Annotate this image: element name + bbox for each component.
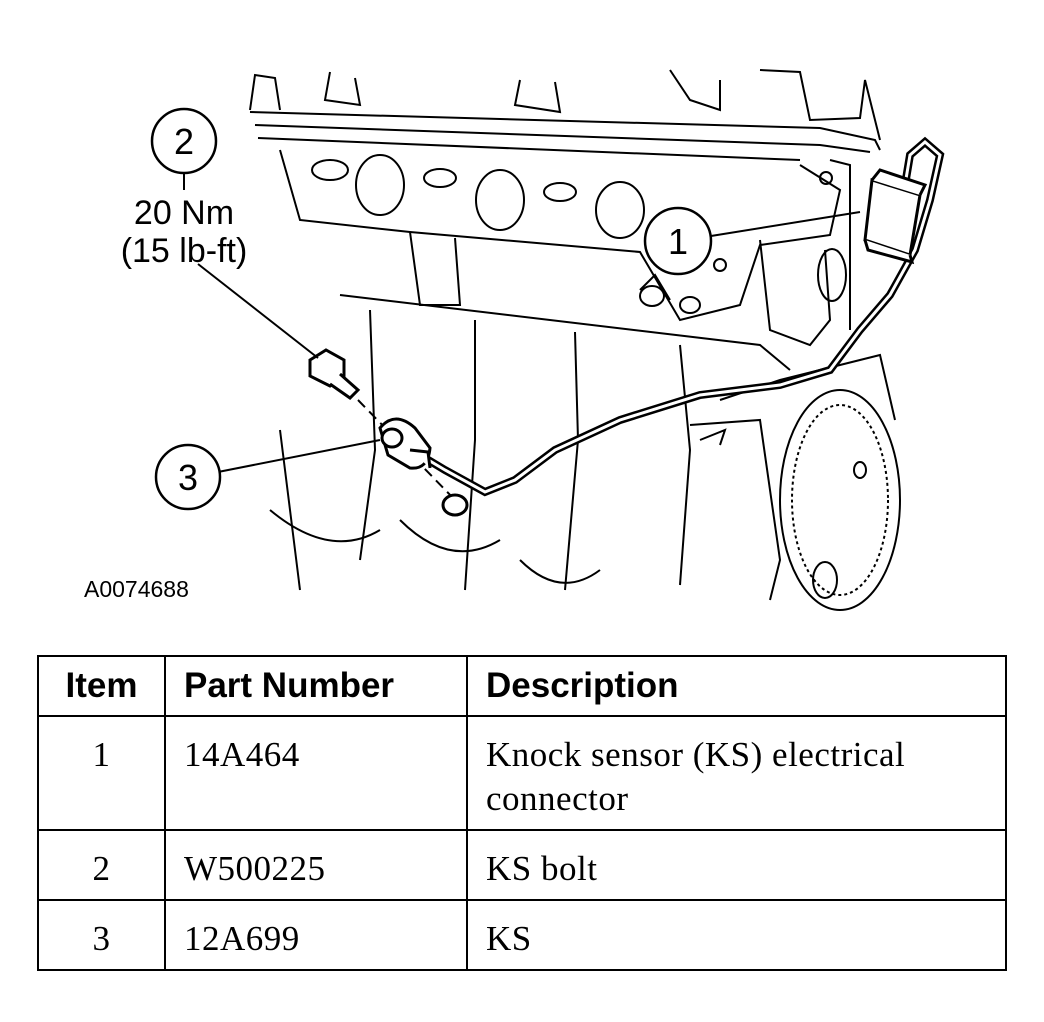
table-header-row: Item Part Number Description [37,655,1007,717]
callout-1: 1 [643,206,713,276]
header-description: Description [466,655,1007,717]
header-item: Item [37,655,166,717]
knock-sensor [378,417,469,517]
callout-3: 3 [154,443,222,511]
cell-part-number: 12A699 [164,899,468,971]
torque-lbft-label: (15 lb-ft) [121,232,248,270]
cell-description: KS bolt [466,829,1007,901]
cell-part-number: W500225 [164,829,468,901]
callout-leaders [183,172,861,473]
callout-2: 2 20 Nm (15 lb-ft) [121,107,248,270]
cell-item: 2 [37,829,166,901]
engine-knock-sensor-illustration: 1 2 20 Nm (15 lb-ft) 3 A0074688 [84,69,945,611]
torque-nm-label: 20 Nm [134,194,234,232]
table-row: 1 14A464 Knock sensor (KS) electrical co… [37,715,1007,831]
figure-id-label: A0074688 [84,576,189,602]
parts-table: Item Part Number Description 1 14A464 Kn… [37,655,1007,971]
callout-3-number: 3 [178,457,198,498]
callout-1-number: 1 [668,221,688,262]
cell-description: KS [466,899,1007,971]
engine-block-drawing [249,69,901,611]
table-row: 2 W500225 KS bolt [37,829,1007,901]
ks-wiring-harness [417,136,945,497]
callout-2-number: 2 [174,121,194,162]
cell-description: Knock sensor (KS) electrical connector [466,715,1007,831]
cell-item: 3 [37,899,166,971]
cell-part-number: 14A464 [164,715,468,831]
header-part-number: Part Number [164,655,468,717]
table-row: 3 12A699 KS [37,899,1007,971]
ks-electrical-connector [863,168,928,265]
cell-item: 1 [37,715,166,831]
